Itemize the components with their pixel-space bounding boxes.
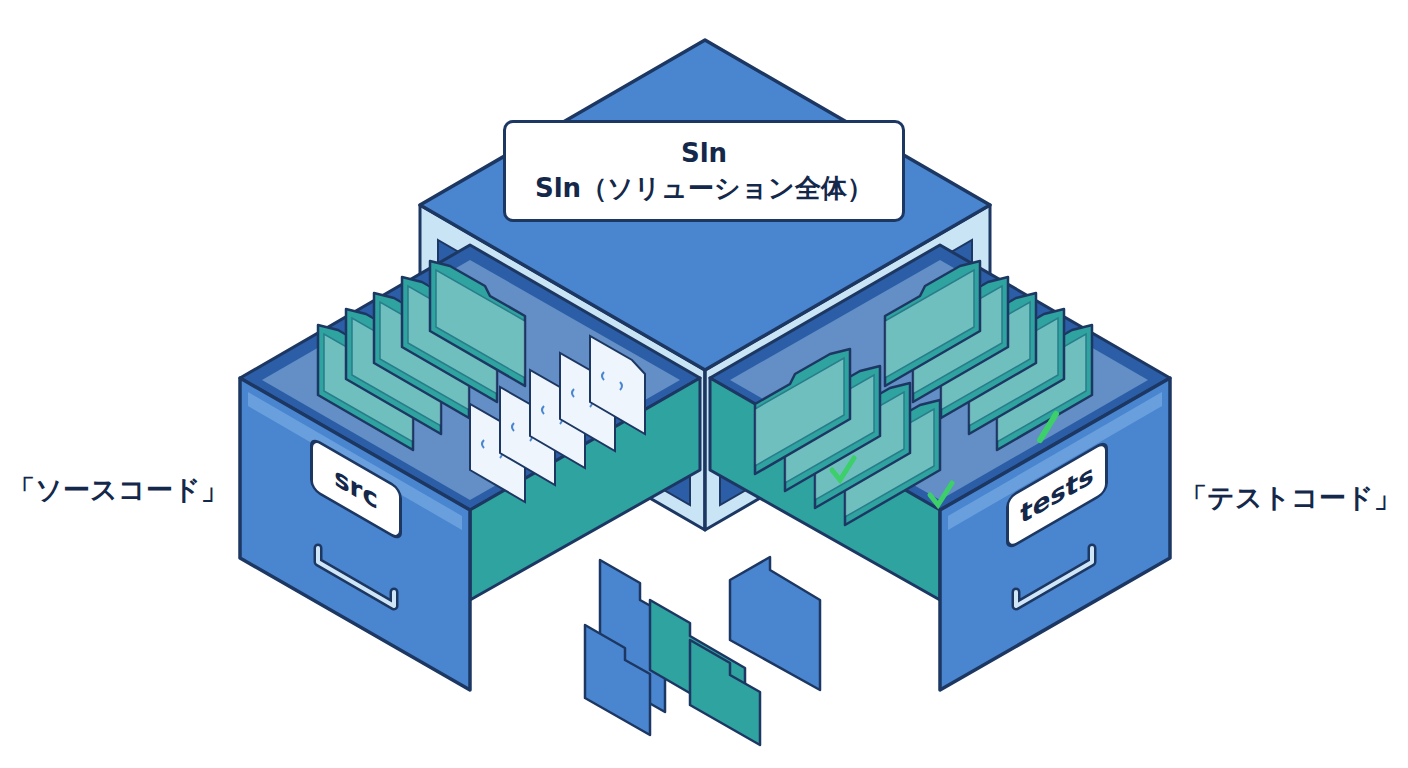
- node-text: tests: [1020, 456, 1093, 534]
- side-caption: 「ソースコード」: [8, 472, 228, 508]
- drawer-label-plate: tests: [1006, 439, 1108, 552]
- drawer-label-plate: src: [310, 435, 402, 542]
- node-text: src: [334, 459, 378, 519]
- solution-label-box: SlnSln（ソリューション全体）: [503, 120, 905, 222]
- node-text: Sln（ソリューション全体）: [535, 171, 873, 206]
- side-caption: 「テストコード」: [1180, 480, 1401, 516]
- node-text: Sln: [681, 136, 727, 171]
